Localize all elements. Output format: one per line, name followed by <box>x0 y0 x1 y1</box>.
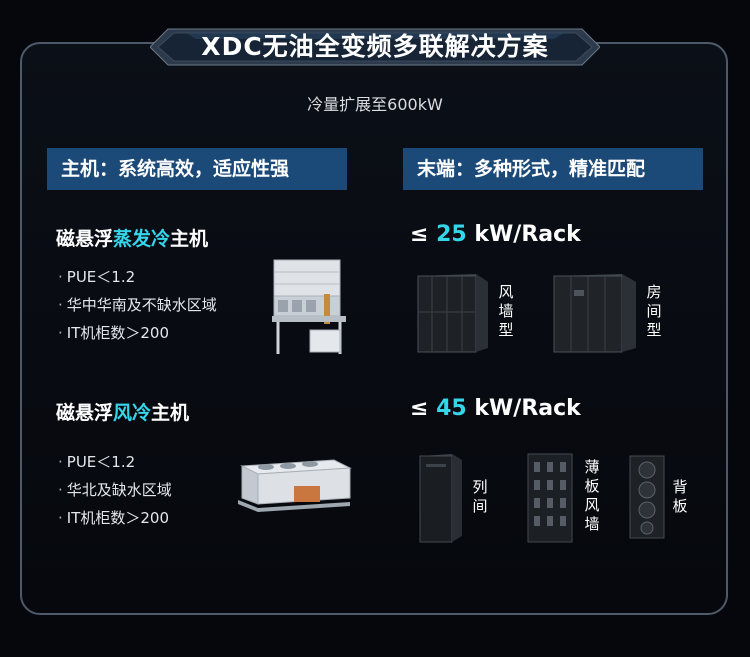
host-section-heading: 主机：系统高效，适应性强 <box>47 148 347 190</box>
title-highlight: 蒸发冷 <box>113 228 171 250</box>
fan-wall-unit-image <box>417 274 488 353</box>
bullet-text: 华中华南及不缺水区域 <box>66 296 217 314</box>
rack-value: 45 <box>436 396 467 421</box>
title-suffix: 主机 <box>170 228 209 250</box>
bullet-item: ·华中华南及不缺水区域 <box>58 296 217 314</box>
rear-door-unit-image <box>629 455 665 539</box>
rack-prefix: ≤ <box>410 222 429 247</box>
rack-density-25: ≤ 25 kW/Rack <box>410 222 581 247</box>
bullet-item: ·IT机柜数＞200 <box>58 324 169 342</box>
capacity-subtitle: 冷量扩展至600kW <box>307 95 443 114</box>
bullet-item: ·IT机柜数＞200 <box>58 509 169 527</box>
bullet-item: ·华北及缺水区域 <box>58 481 172 499</box>
product-label-in-row: 列间 <box>472 478 488 515</box>
in-row-unit-image <box>419 454 462 543</box>
page-title: XDC无油全变频多联解决方案 <box>201 32 549 61</box>
evaporative-chiller-image <box>272 259 346 354</box>
bullet-text: PUE＜1.2 <box>66 268 136 286</box>
product-label-slim-fan-wall: 薄板风墙 <box>584 458 600 533</box>
terminal-section-heading: 末端：多种形式，精准匹配 <box>403 148 703 190</box>
aircooled-host-title: 磁悬浮风冷主机 <box>56 398 189 425</box>
bullet-item: ·PUE＜1.2 <box>58 453 136 471</box>
product-label-room: 房间型 <box>646 283 662 339</box>
rack-prefix: ≤ <box>410 396 429 421</box>
title-suffix: 主机 <box>151 402 190 424</box>
rack-unit: kW/Rack <box>474 396 581 421</box>
product-label-rear-door: 背板 <box>672 478 688 515</box>
bullet-item: ·PUE＜1.2 <box>58 268 136 286</box>
bullet-text: 华北及缺水区域 <box>66 481 172 499</box>
room-unit-image <box>553 274 636 353</box>
rack-value: 25 <box>436 222 467 247</box>
bullet-text: IT机柜数＞200 <box>66 509 169 527</box>
title-highlight: 风冷 <box>113 402 152 424</box>
bullet-text: IT机柜数＞200 <box>66 324 169 342</box>
title-badge: XDC无油全变频多联解决方案 <box>150 22 600 72</box>
rack-density-45: ≤ 45 kW/Rack <box>410 396 581 421</box>
aircooled-host-bullets: ·PUE＜1.2 ·华北及缺水区域 ·IT机柜数＞200 <box>58 448 172 532</box>
product-label-fan-wall: 风墙型 <box>498 283 514 339</box>
slim-fan-wall-image <box>527 453 573 543</box>
bullet-text: PUE＜1.2 <box>66 453 136 471</box>
aircooled-chiller-image <box>238 459 352 512</box>
title-badge-shape <box>150 28 600 66</box>
title-prefix: 磁悬浮 <box>56 402 114 424</box>
evaporative-host-bullets: ·PUE＜1.2 ·华中华南及不缺水区域 ·IT机柜数＞200 <box>58 263 217 347</box>
rack-unit: kW/Rack <box>474 222 581 247</box>
title-prefix: 磁悬浮 <box>56 228 114 250</box>
evaporative-host-title: 磁悬浮蒸发冷主机 <box>56 224 208 251</box>
